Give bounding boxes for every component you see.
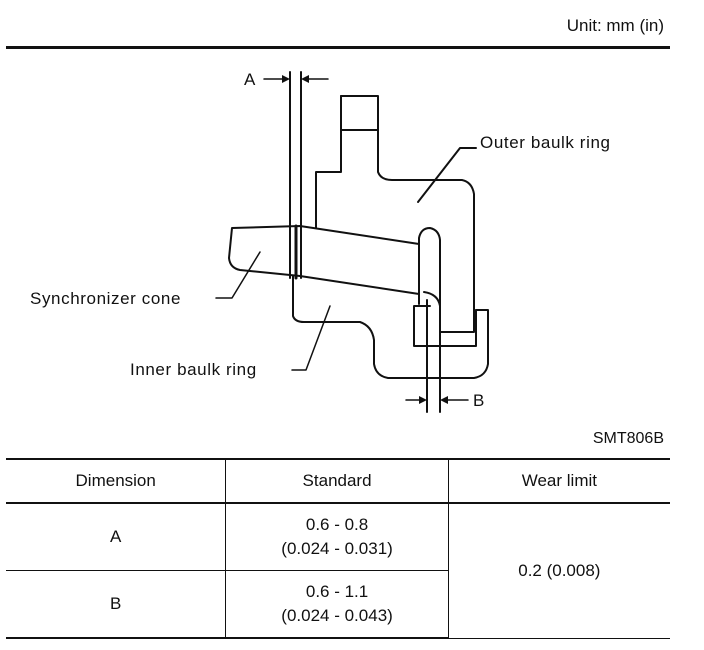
inner-baulk-ring-outline bbox=[292, 275, 489, 379]
standard-cell: 0.6 - 0.8 (0.024 - 0.031) bbox=[225, 503, 449, 571]
standard-in: (0.024 - 0.043) bbox=[281, 606, 393, 625]
inner-ring-leader bbox=[291, 305, 331, 371]
outer-baulk-ring-outline bbox=[340, 95, 475, 333]
outer-ring-leader bbox=[417, 147, 477, 203]
dimension-cell: B bbox=[6, 570, 226, 639]
label-a: A bbox=[244, 70, 256, 89]
outer-baulk-ring-inner-edge bbox=[315, 95, 342, 229]
header-standard: Standard bbox=[225, 458, 449, 504]
top-rule bbox=[6, 46, 670, 49]
unit-label: Unit: mm (in) bbox=[566, 16, 664, 35]
baulk-ring-diagram: A B Outer baulk ring Synchronizer cone I… bbox=[30, 70, 611, 413]
label-inner-baulk-ring: Inner baulk ring bbox=[130, 360, 257, 379]
standard-cell: 0.6 - 1.1 (0.024 - 0.043) bbox=[225, 570, 449, 639]
standard-mm: 0.6 - 1.1 bbox=[305, 582, 369, 601]
wear-limit-cell: 0.2 (0.008) bbox=[448, 503, 670, 639]
table-header-row: Dimension Standard Wear limit bbox=[6, 458, 670, 504]
dimension-cell: A bbox=[6, 503, 226, 571]
label-synchronizer-cone: Synchronizer cone bbox=[30, 289, 181, 308]
synchronizer-cone-outline bbox=[228, 225, 420, 295]
table-row: A 0.6 - 0.8 (0.024 - 0.031) 0.2 (0.008) bbox=[6, 503, 670, 639]
table-row: B 0.6 - 1.1 (0.024 - 0.043) bbox=[6, 570, 670, 639]
inner-baulk-ring-step bbox=[413, 305, 477, 347]
figure-reference: SMT806B bbox=[592, 430, 664, 447]
label-b: B bbox=[473, 391, 485, 410]
spec-table: Dimension Standard Wear limit A 0.6 - 0.… bbox=[6, 458, 670, 639]
outer-baulk-ring-tooth bbox=[418, 227, 441, 305]
cone-leader bbox=[215, 251, 261, 299]
header-dimension: Dimension bbox=[6, 458, 226, 504]
standard-in: (0.024 - 0.031) bbox=[281, 539, 393, 558]
standard-mm: 0.6 - 0.8 bbox=[305, 515, 369, 534]
header-wear-limit: Wear limit bbox=[448, 458, 670, 504]
label-outer-baulk-ring: Outer baulk ring bbox=[480, 133, 611, 152]
